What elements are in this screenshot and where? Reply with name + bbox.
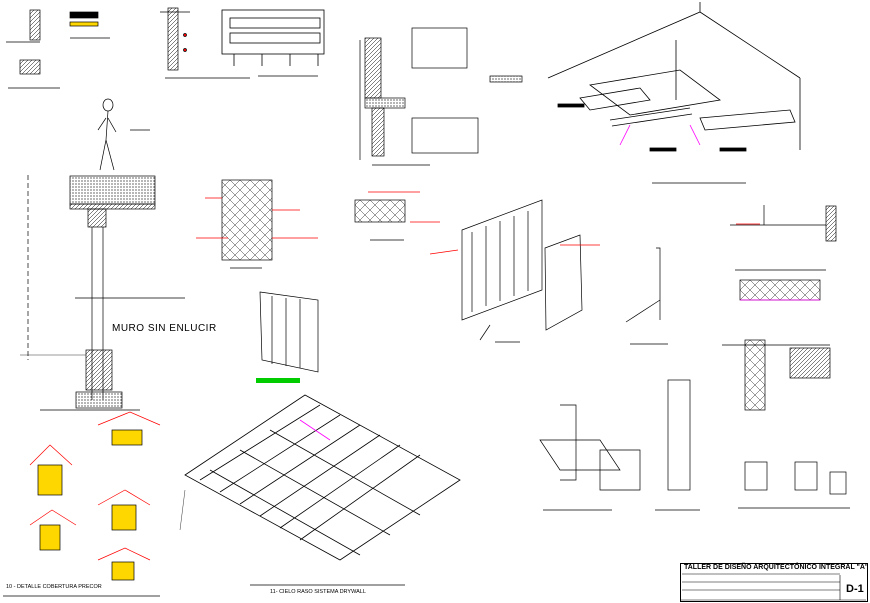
detail-ceiling-3d xyxy=(547,2,801,184)
wall-note: MURO SIN ENLUCIR xyxy=(112,323,217,334)
detail-stud-connections xyxy=(539,379,850,511)
title-block xyxy=(680,563,868,602)
detail-ceiling-joints xyxy=(722,205,837,411)
title-block-title: TALLER DE DISEÑO ARQUITECTÓNICO INTEGRAL… xyxy=(684,564,869,571)
detail-panel-elevation xyxy=(221,9,325,77)
detail-small-sections xyxy=(6,9,110,89)
detail-insulated-wall xyxy=(196,179,318,269)
detail-studs xyxy=(259,247,668,373)
detail-header-section xyxy=(354,191,440,241)
detail-wall-section xyxy=(20,98,185,411)
detail-floor-section xyxy=(359,27,523,166)
title-block-lines xyxy=(680,573,866,601)
detail-drywall-ceiling xyxy=(179,394,461,586)
detail-roof-cover xyxy=(3,411,161,597)
detail-wall-frame-3d xyxy=(429,199,600,343)
caption-detail-10: 10 - DETALLE COBERTURA PRECOR xyxy=(6,584,102,590)
green-marker xyxy=(256,378,300,383)
detail-column xyxy=(160,7,250,79)
caption-detail-11: 11- CIELO RASO SISTEMA DRYWALL xyxy=(270,589,366,595)
sheet-code: D-1 xyxy=(846,583,864,595)
